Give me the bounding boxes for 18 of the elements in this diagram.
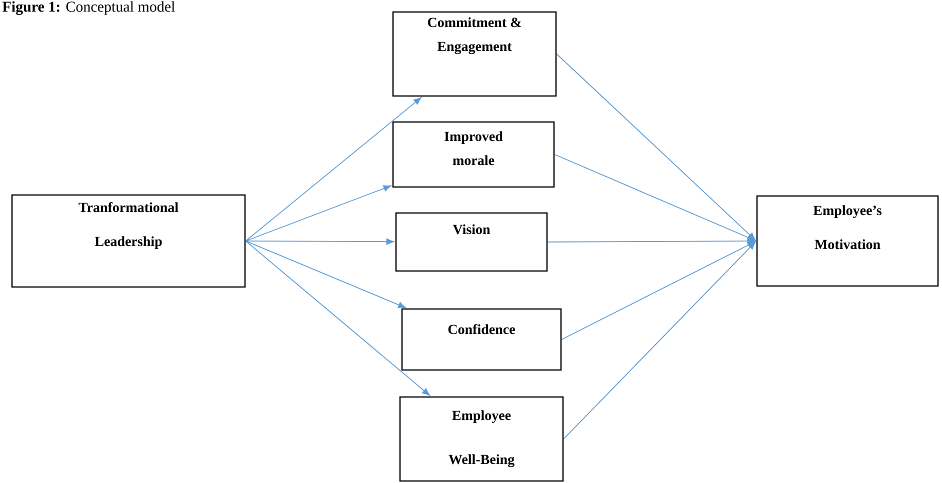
arrow [563, 242, 756, 440]
concept-box: Employee Well-Being [399, 396, 564, 482]
arrow [245, 240, 406, 308]
arrow [245, 240, 430, 396]
arrow [245, 238, 394, 245]
concept-box: Commitment & Engagement [392, 11, 557, 97]
concept-box: Vision [395, 212, 548, 272]
concept-box: Improved morale [392, 121, 555, 188]
arrow [554, 154, 756, 241]
concept-box: Employee’s Motivation [756, 195, 939, 287]
concept-box: Confidence [401, 308, 562, 371]
concept-box: Tranformational Leadership [11, 194, 246, 288]
arrow [547, 238, 755, 244]
arrow [556, 54, 756, 240]
arrow [245, 185, 392, 242]
figure-title: Figure 1: Conceptual model [2, 1, 175, 15]
arrow [245, 97, 422, 242]
arrow [561, 241, 756, 340]
